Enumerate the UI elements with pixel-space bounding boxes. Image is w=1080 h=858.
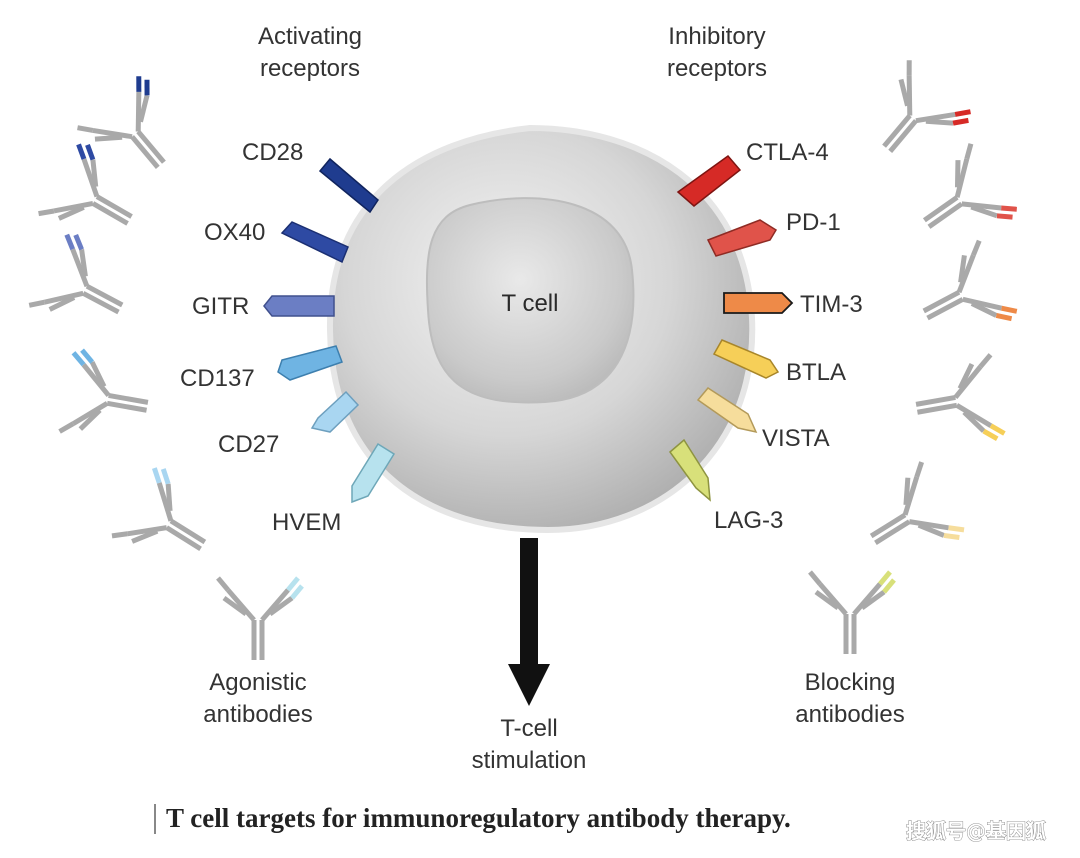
agonistic-antibody-2 (38, 143, 133, 226)
agonistic-antibody-1 (77, 76, 166, 169)
label-gitr: GITR (192, 293, 249, 320)
activating-heading-line2: receptors (260, 55, 360, 82)
label-cd28: CD28 (242, 139, 303, 166)
receptor-btla (712, 339, 780, 379)
watermark: 搜狐号@基因狐 (906, 819, 1046, 843)
receptor-pd1 (706, 219, 778, 257)
outcome-label-line2: stimulation (472, 747, 587, 774)
receptor-cd137 (277, 345, 343, 381)
figure-caption: T cell targets for immunoregulatory anti… (166, 803, 791, 833)
receptor-ox40 (280, 221, 349, 264)
receptor-ctla4 (676, 154, 742, 207)
antibody-layer (28, 60, 1018, 660)
outcome-label-line1: T-cell (500, 715, 557, 742)
label-cd137: CD137 (180, 365, 255, 392)
agonistic-label-line2: antibodies (203, 701, 312, 728)
blocking-antibody-3 (922, 239, 1018, 322)
activating-heading-line1: Activating (258, 23, 362, 50)
blocking-antibody-5 (869, 461, 965, 545)
receptor-cd28 (318, 157, 379, 214)
agonistic-label-line1: Agonistic (209, 669, 306, 696)
receptor-tim3 (723, 292, 794, 314)
inhibitory-receptor-group (668, 154, 794, 502)
t-cell-label: T cell (502, 290, 559, 317)
receptor-cd27 (310, 390, 360, 433)
t-cell-nucleus (425, 197, 635, 404)
blocking-antibody-6 (808, 570, 896, 654)
receptor-vista (696, 387, 758, 434)
agonistic-antibody-5 (111, 467, 207, 551)
label-btla: BTLA (786, 359, 846, 386)
agonistic-antibody-4 (58, 348, 149, 434)
receptor-lag3 (668, 438, 711, 502)
label-hvem: HVEM (272, 509, 341, 536)
receptor-gitr (263, 295, 335, 317)
blocking-label-line1: Blocking (805, 669, 896, 696)
agonistic-antibody-3 (28, 233, 124, 315)
activating-receptor-group (263, 157, 396, 504)
label-pd1: PD-1 (786, 209, 841, 236)
blocking-label-line2: antibodies (795, 701, 904, 728)
inhibitory-heading-line1: Inhibitory (668, 23, 765, 50)
inhibitory-heading-line2: receptors (667, 55, 767, 82)
label-ctla4: CTLA-4 (746, 139, 829, 166)
label-lag3: LAG-3 (714, 507, 783, 534)
blocking-antibody-2 (922, 143, 1018, 229)
label-cd27: CD27 (218, 431, 279, 458)
blocking-antibody-4 (915, 353, 1006, 441)
stimulation-arrow (508, 538, 550, 706)
label-ox40: OX40 (204, 219, 265, 246)
receptor-hvem (351, 442, 396, 504)
label-vista: VISTA (762, 425, 830, 452)
caption-rule (154, 804, 156, 834)
blocking-antibody-1 (882, 60, 971, 153)
agonistic-antibody-6 (216, 576, 304, 660)
label-tim3: TIM-3 (800, 291, 863, 318)
